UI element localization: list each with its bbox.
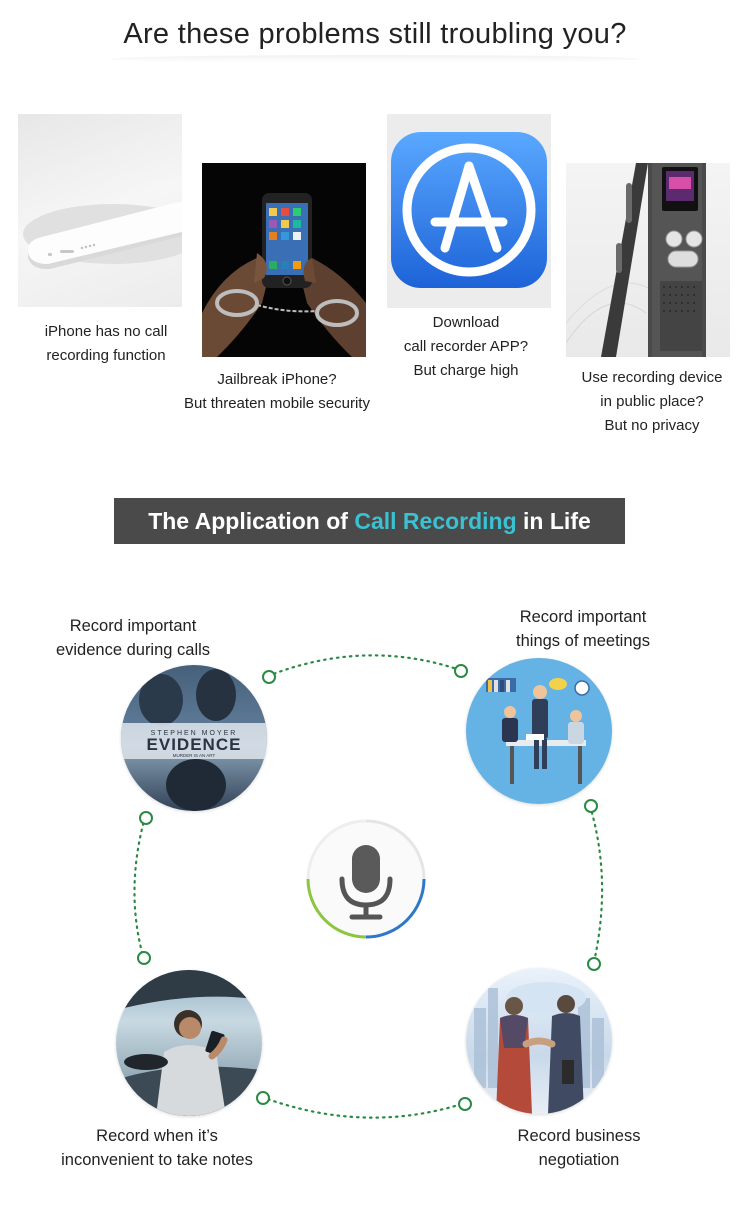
app-label-evidence: Record important evidence during calls (30, 614, 236, 662)
problem-caption-line: Use recording device (581, 369, 723, 386)
problem-caption-line: iPhone has no call (44, 323, 168, 340)
problem-caption-2: Jailbreak iPhone? But threaten mobile se… (170, 368, 384, 416)
connector-node (587, 957, 601, 971)
headline-shadow (110, 55, 640, 63)
connector-node (256, 1091, 270, 1105)
poster-top-text: STEPHEN MOYER (151, 730, 238, 737)
app-label-line: things of meetings (516, 632, 650, 650)
connector-node (139, 811, 153, 825)
microphone-icon (339, 845, 393, 920)
connector-node (454, 664, 468, 678)
connector-node (262, 670, 276, 684)
problem-caption-line: in public place? (600, 393, 704, 410)
problem-caption-line: But threaten mobile security (184, 395, 370, 412)
app-label-line: evidence during calls (55, 641, 211, 659)
app-label-line: Record when it’s (96, 1127, 218, 1145)
app-label-negotiation: Record business negotiation (482, 1124, 676, 1172)
headline: Are these problems still troubling you? (123, 18, 627, 50)
problem-caption-line: recording function (46, 347, 166, 364)
poster-tag-text: MURDER IS AN ART (173, 753, 216, 758)
problem-caption-line: But charge high (413, 362, 519, 379)
app-store-icon (430, 161, 508, 253)
application-banner: The Application of Call Recording in Lif… (114, 498, 625, 544)
iphone-photo (18, 114, 182, 307)
banner-suffix: in Life (516, 508, 591, 534)
evidence-poster-circle: STEPHEN MOYER EVIDENCE MURDER IS AN ART (121, 665, 267, 811)
jailbreak-photo (202, 163, 366, 357)
meeting-illustration-circle (466, 658, 612, 804)
driver-photo-circle (116, 970, 262, 1116)
problem-caption-3: Download call recorder APP? But charge h… (380, 311, 552, 383)
connector-node (137, 951, 151, 965)
problem-caption-4: Use recording device in public place? Bu… (560, 366, 744, 438)
problem-caption-line: call recorder APP? (403, 338, 529, 355)
handcuffs-icon (215, 289, 359, 327)
app-label-meetings: Record important things of meetings (480, 605, 686, 653)
problem-caption-line: But no privacy (604, 417, 700, 434)
poster-title-text: EVIDENCE (147, 735, 242, 754)
problem-caption-line: Download (432, 314, 500, 331)
banner-prefix: The Application of (148, 508, 355, 534)
recorder-photo (566, 163, 730, 357)
handshake-photo-circle (466, 968, 612, 1114)
banner-accent: Call Recording (354, 508, 517, 534)
problem-caption-1: iPhone has no call recording function (20, 320, 192, 368)
app-label-line: inconvenient to take notes (61, 1151, 253, 1169)
app-label-line: Record business (517, 1127, 641, 1145)
app-label-line: Record important (69, 617, 197, 635)
microphone-badge (304, 817, 428, 941)
problem-caption-line: Jailbreak iPhone? (217, 371, 337, 388)
app-label-line: negotiation (538, 1151, 620, 1169)
connector-node (584, 799, 598, 813)
connector-ring (133, 654, 604, 1119)
app-label-notes: Record when it’s inconvenient to take no… (40, 1124, 274, 1172)
app-store-photo (387, 114, 551, 308)
app-label-line: Record important (519, 608, 647, 626)
connector-node (458, 1097, 472, 1111)
